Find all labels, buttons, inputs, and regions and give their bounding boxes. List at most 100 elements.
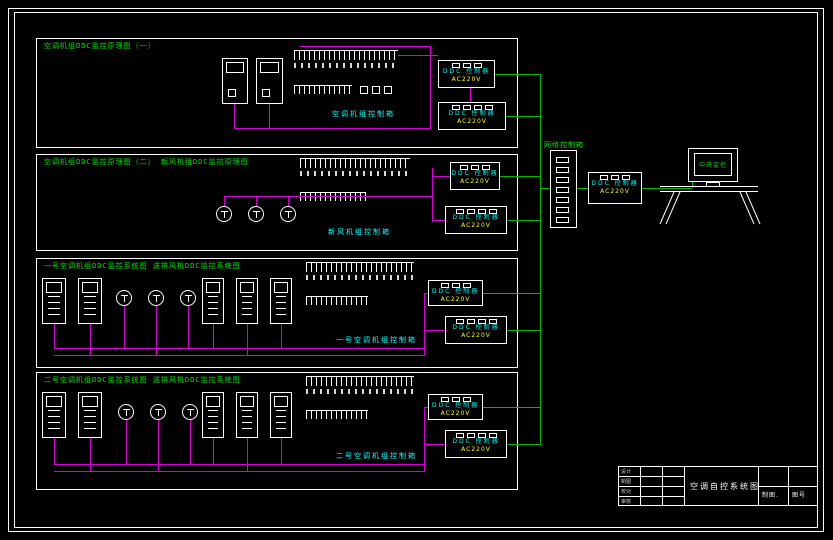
- signal-wire: [433, 176, 450, 177]
- section1-cabinet-label: 空调机组控制箱: [332, 110, 395, 118]
- section4-ddc-panel-1: DDC 控制器 AC220V: [428, 394, 483, 420]
- ddc-label: DDC 控制器: [451, 170, 498, 178]
- section2-terminal-numbers: [300, 171, 410, 176]
- signal-wire: [269, 104, 270, 128]
- ddc-power-label: AC220V: [452, 76, 482, 84]
- network-wire: [507, 330, 540, 331]
- signal-wire: [256, 196, 257, 206]
- section4-terminal-strip-1: [306, 376, 414, 386]
- section3-control-box-4: [236, 278, 258, 324]
- section3-control-box-1: [42, 278, 66, 324]
- section1-terminal-strip-1: [294, 50, 398, 60]
- section2-sensor-2: [248, 206, 264, 222]
- signal-wire: [90, 324, 91, 355]
- signal-wire: [247, 324, 248, 355]
- section3-ddc-panel-2: DDC 控制器 AC220V: [445, 316, 507, 344]
- title-block-row-label: 审核: [621, 499, 631, 505]
- signal-wire: [54, 464, 425, 465]
- section4-control-box-5: [270, 392, 292, 438]
- section1-ddc-panel-2: DDC 控制器 AC220V: [438, 102, 506, 130]
- title-block-gridline: [758, 486, 818, 487]
- hub-terminal: [556, 167, 569, 173]
- hub-terminal: [556, 207, 569, 213]
- ddc-power-label: AC220V: [600, 188, 630, 196]
- signal-wire: [126, 420, 127, 464]
- section1-actuator-2: [256, 58, 283, 104]
- hub-terminal: [556, 217, 569, 223]
- title-block-project: 空调自控系统图: [690, 481, 760, 492]
- section3-control-box-2: [78, 278, 102, 324]
- section1-module-3: [384, 86, 392, 94]
- section2-cabinet-label: 新风机组控制箱: [328, 228, 391, 236]
- title-block-row-label: 制图: [621, 479, 631, 485]
- section3-ddc-panel-1: DDC 控制器 AC220V: [428, 280, 483, 306]
- ddc-power-label: AC220V: [457, 118, 487, 126]
- ddc-label: DDC 控制器: [448, 110, 495, 118]
- signal-wire: [424, 407, 425, 471]
- section4-control-box-4: [236, 392, 258, 438]
- network-wire: [483, 293, 540, 294]
- signal-wire: [234, 104, 235, 128]
- network-trunk: [540, 74, 541, 445]
- ddc-power-label: AC220V: [441, 410, 471, 418]
- signal-wire: [433, 220, 445, 221]
- signal-wire: [398, 55, 438, 56]
- signal-wire: [424, 444, 445, 445]
- signal-wire: [158, 420, 159, 471]
- title-block-gridline: [618, 476, 684, 477]
- ddc-power-label: AC220V: [441, 296, 471, 304]
- network-wire: [540, 188, 550, 189]
- network-wire: [506, 116, 540, 117]
- section3-terminal-strip-2: [306, 296, 368, 305]
- section3-terminal-numbers: [306, 275, 414, 280]
- hub-terminal: [556, 187, 569, 193]
- hub-terminal: [556, 177, 569, 183]
- signal-wire: [424, 407, 428, 408]
- section4-title: 二号空调机组DDC监控系统图 送排风机DDC监控系统图: [44, 376, 241, 384]
- section4-control-box-1: [42, 392, 66, 438]
- signal-wire: [188, 306, 189, 348]
- signal-wire: [300, 46, 431, 47]
- network-wire: [500, 176, 540, 177]
- signal-wire: [90, 438, 91, 471]
- section3-cabinet-label: 一号空调机组控制箱: [336, 336, 417, 344]
- signal-wire: [54, 348, 425, 349]
- section4-sensor-3: [182, 404, 198, 420]
- hub-terminal: [556, 197, 569, 203]
- section1-module-2: [372, 86, 380, 94]
- section1-module-1: [360, 86, 368, 94]
- signal-wire: [213, 324, 214, 348]
- section3-sensor-3: [180, 290, 196, 306]
- monitor-screen: 中央监控: [694, 153, 732, 176]
- section4-sensor-2: [150, 404, 166, 420]
- network-wire: [495, 74, 540, 75]
- section1-terminal-numbers: [294, 63, 398, 68]
- section2-title: 空调机组DDC监控原理图（二） 新风机组DDC监控原理图: [44, 158, 249, 166]
- hub-terminal: [556, 157, 569, 163]
- signal-wire: [213, 438, 214, 464]
- network-interface-panel: DDC 控制器 AC220V: [588, 172, 642, 204]
- network-wire: [577, 188, 588, 189]
- signal-wire: [234, 128, 431, 129]
- section4-ddc-panel-2: DDC 控制器 AC220V: [445, 430, 507, 458]
- ddc-label: DDC 控制器: [443, 68, 490, 76]
- signal-wire: [247, 438, 248, 471]
- section4-cabinet-label: 二号空调机组控制箱: [336, 452, 417, 460]
- section1-terminal-strip-2: [294, 85, 352, 94]
- section2-frame: [36, 154, 518, 251]
- section1-title: 空调机组DDC监控原理图（一）: [44, 42, 156, 50]
- desk-top: [660, 186, 758, 192]
- section4-control-box-3: [202, 392, 224, 438]
- section2-terminal-strip-1: [300, 158, 410, 168]
- section2-ddc-panel-2: DDC 控制器 AC220V: [445, 206, 507, 234]
- section2-sensor-3: [280, 206, 296, 222]
- signal-wire: [424, 330, 445, 331]
- signal-wire: [430, 46, 431, 129]
- ddc-power-label: AC220V: [461, 446, 491, 454]
- signal-wire: [54, 355, 425, 356]
- ddc-power-label: AC220V: [461, 222, 491, 230]
- signal-wire: [470, 88, 471, 102]
- section3-terminal-strip-1: [306, 262, 414, 272]
- signal-wire: [281, 438, 282, 464]
